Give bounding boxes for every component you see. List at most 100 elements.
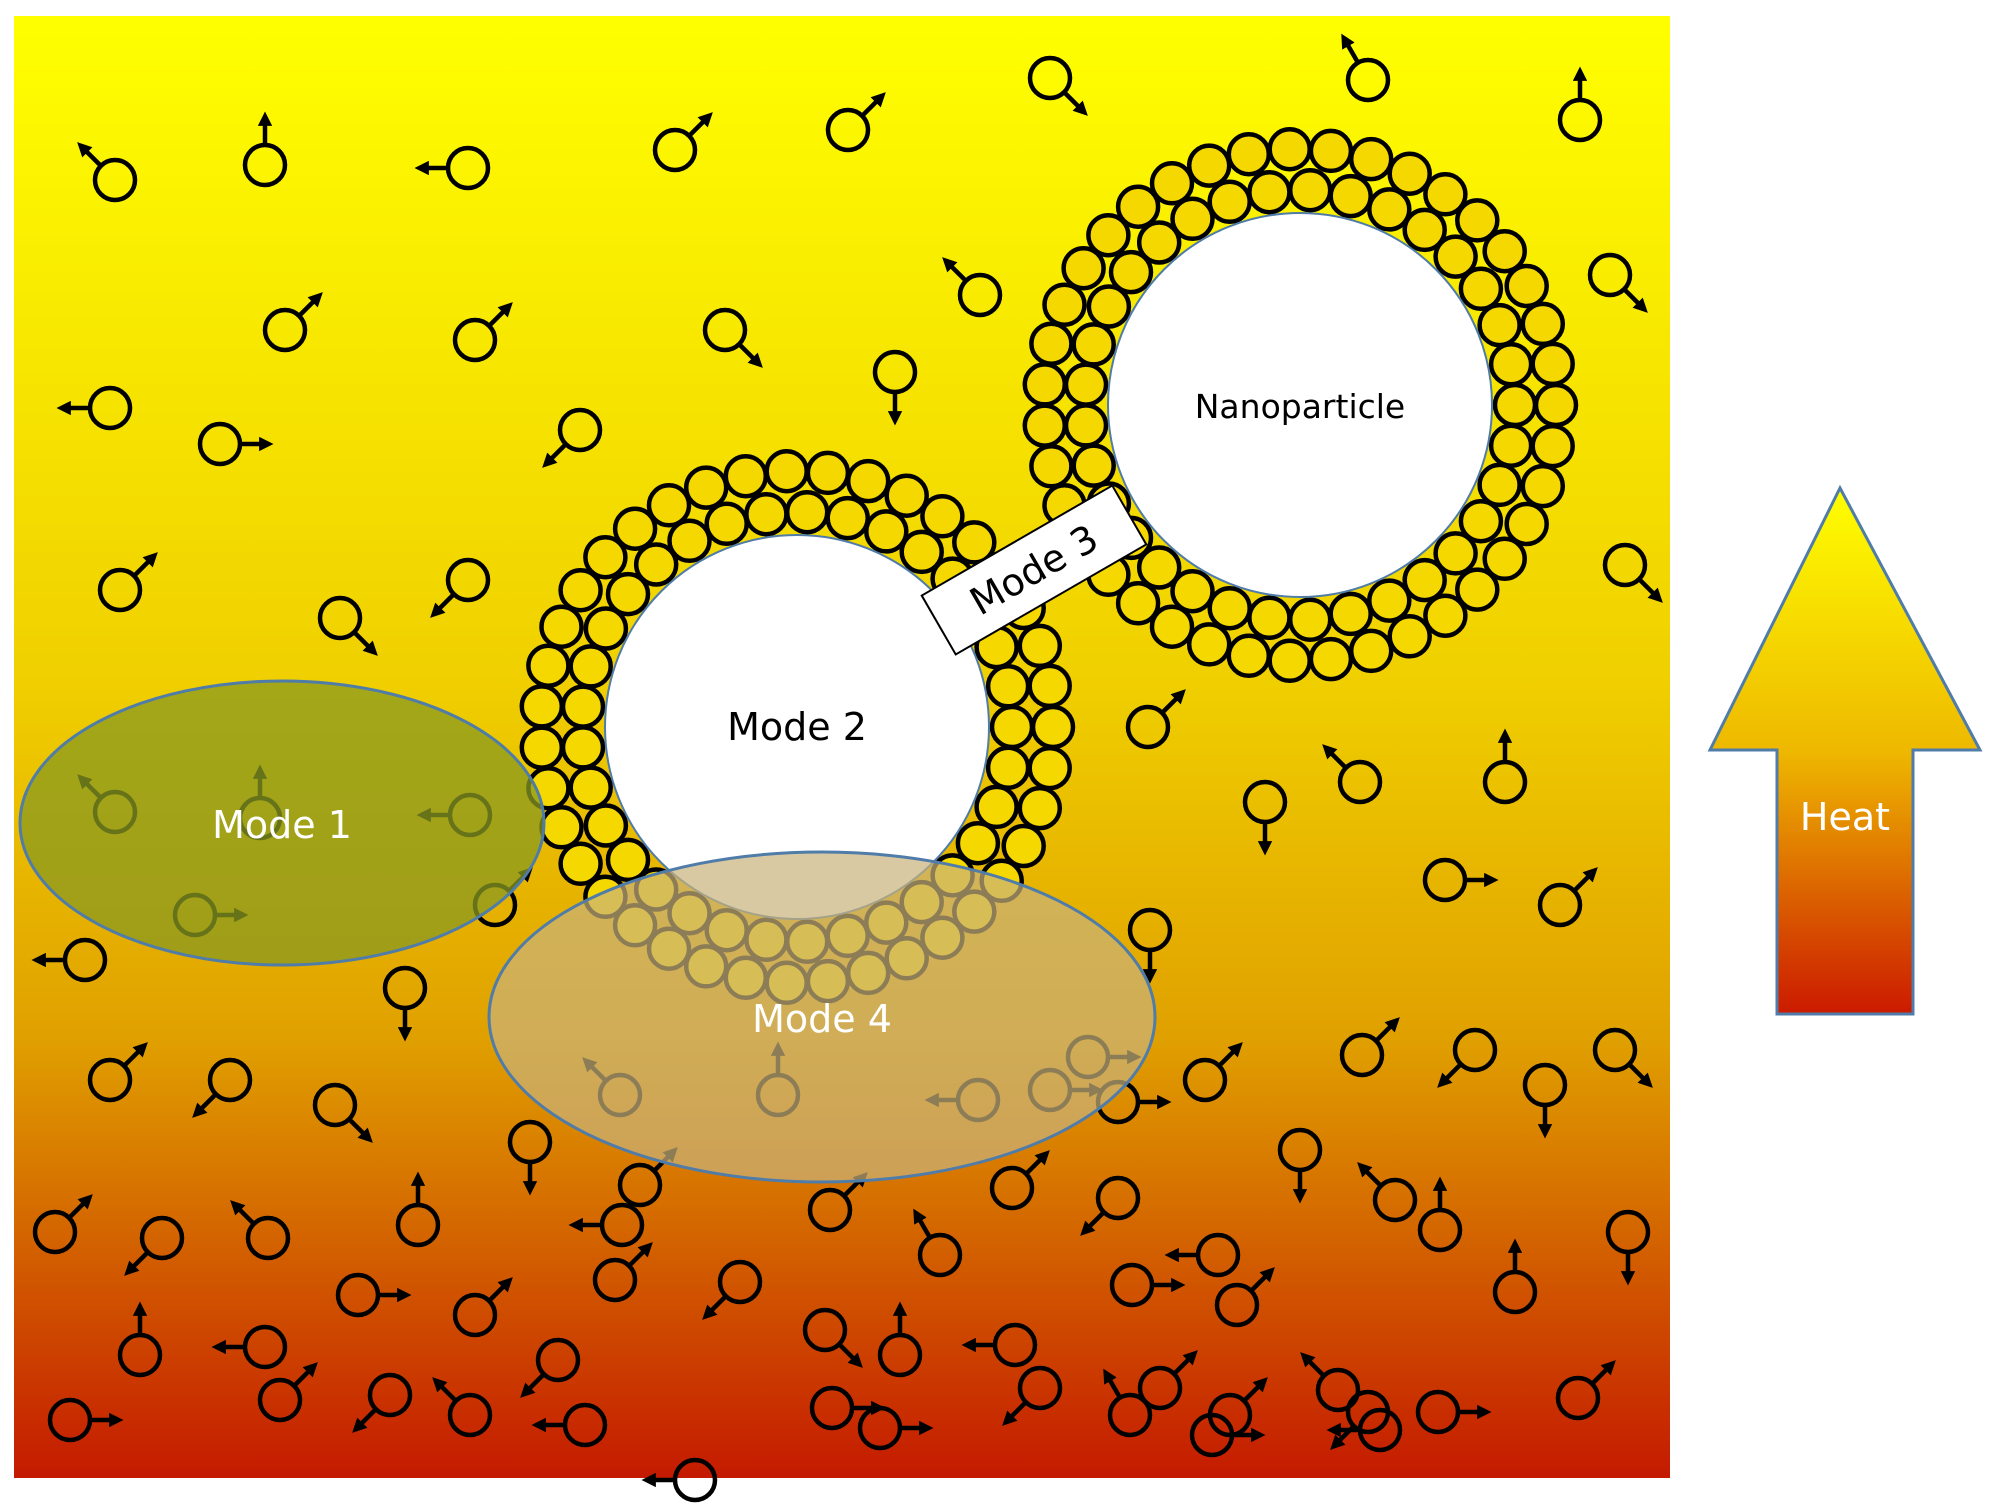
adsorbed-molecule (1136, 220, 1182, 265)
molecule-arrow-icon (1522, 1062, 1568, 1139)
mode2-label: Mode 2 (727, 705, 867, 749)
molecule-arrow-icon (1415, 1389, 1492, 1435)
molecule-arrow-icon (592, 1242, 653, 1303)
molecule-arrow-icon (702, 1259, 763, 1320)
adsorbed-molecule (568, 644, 613, 689)
molecule-arrow-icon (872, 349, 918, 426)
molecule-arrow-icon (452, 302, 513, 363)
molecule-arrow-icon (961, 1322, 1038, 1368)
molecule-arrow-icon (335, 1272, 412, 1318)
adsorbed-molecule (955, 820, 1001, 866)
adsorbed-molecule (1482, 228, 1527, 274)
molecule-arrow-icon (1277, 1127, 1323, 1204)
adsorbed-molecule (1027, 663, 1072, 709)
adsorbed-molecule (1207, 179, 1252, 225)
adsorbed-molecule (1287, 597, 1333, 643)
adsorbed-molecule (920, 494, 965, 539)
adsorbed-molecule (1149, 604, 1195, 649)
adsorbed-molecule (1433, 531, 1478, 576)
molecule-arrow-icon (262, 292, 323, 353)
adsorbed-molecule (1136, 545, 1182, 590)
adsorbed-molecule (1423, 593, 1468, 638)
adsorbed-molecule (985, 745, 1031, 790)
adsorbed-molecule (1520, 463, 1566, 509)
adsorbed-molecule (583, 534, 628, 580)
adsorbed-molecule (1063, 403, 1109, 448)
adsorbed-molecule (605, 571, 651, 617)
adsorbed-molecule (1492, 382, 1538, 428)
molecule-arrow-icon (1482, 728, 1528, 805)
adsorbed-molecule (1348, 136, 1394, 182)
adsorbed-molecule (1458, 498, 1504, 544)
adsorbed-molecule (1530, 423, 1575, 469)
adsorbed-molecule (1520, 301, 1566, 347)
molecule-arrow-icon (507, 1119, 553, 1196)
molecule-arrow-icon (989, 1150, 1050, 1211)
molecule-arrow-icon (877, 1301, 923, 1378)
adsorbed-molecule (1226, 633, 1272, 679)
adsorbed-molecule (1115, 581, 1161, 626)
molecule-arrow-icon (1322, 744, 1383, 805)
adsorbed-molecule (1071, 322, 1116, 367)
adsorbed-molecule (1308, 128, 1354, 174)
adsorbed-molecule (1115, 184, 1161, 229)
adsorbed-molecule (989, 704, 1035, 750)
molecule-arrow-icon (47, 1397, 124, 1443)
molecule-arrow-icon (395, 1171, 441, 1248)
adsorbed-molecule (1017, 623, 1063, 669)
adsorbed-molecule (519, 684, 565, 729)
adsorbed-molecule (1030, 704, 1076, 750)
adsorbed-molecule (1017, 785, 1063, 831)
adsorbed-molecule (1530, 341, 1575, 387)
adsorbed-molecule (884, 473, 929, 518)
molecule-arrow-icon (1537, 867, 1598, 928)
molecule-arrow-icon (1605, 1209, 1651, 1286)
adsorbed-molecule (1149, 161, 1195, 206)
adsorbed-molecule (1287, 167, 1333, 213)
molecule-arrow-icon (97, 552, 158, 613)
molecule-arrow-icon (1339, 1017, 1400, 1078)
molecule-arrow-icon (942, 257, 1003, 318)
molecule-arrow-icon (242, 111, 288, 188)
molecule-arrow-icon (802, 1307, 863, 1368)
molecule-arrow-icon (257, 1362, 318, 1423)
molecule-arrow-icon (452, 1277, 513, 1338)
molecule-arrow-icon (1214, 1267, 1275, 1328)
adsorbed-molecule (1001, 823, 1046, 869)
molecule-arrow-icon (1300, 1352, 1361, 1413)
adsorbed-molecule (723, 453, 769, 499)
adsorbed-molecule (1247, 169, 1292, 215)
molecule-arrow-icon (542, 407, 603, 468)
adsorbed-molecule (633, 542, 679, 587)
adsorbed-molecule (1022, 362, 1068, 407)
adsorbed-molecule (1402, 207, 1447, 253)
adsorbed-molecule (1477, 302, 1522, 348)
adsorbed-molecule (1328, 591, 1373, 637)
molecule-arrow-icon (807, 1172, 868, 1233)
adsorbed-molecule (1061, 245, 1106, 291)
adsorbed-molecule (899, 529, 944, 575)
molecule-arrow-icon (520, 1337, 581, 1398)
molecule-arrow-icon (1164, 1232, 1241, 1278)
molecule-arrow-icon (56, 385, 133, 431)
molecule-arrow-icon (1492, 1238, 1538, 1315)
adsorbed-molecule (1186, 622, 1232, 667)
adsorbed-molecule (1504, 263, 1549, 309)
adsorbed-molecule (558, 567, 603, 613)
adsorbed-molecule (1226, 131, 1272, 177)
molecule-arrow-icon (1182, 1042, 1243, 1103)
molecule-arrow-icon (32, 1194, 93, 1255)
adsorbed-molecule (1029, 444, 1074, 489)
adsorbed-molecule (1387, 614, 1432, 659)
molecule-arrow-icon (531, 1402, 608, 1448)
adsorbed-molecule (825, 495, 870, 541)
molecule-arrow-icon (211, 1324, 288, 1370)
adsorbed-molecule (1433, 234, 1478, 279)
adsorbed-molecule (605, 837, 651, 883)
molecule-arrow-icon (1437, 1027, 1498, 1088)
adsorbed-molecule (704, 501, 749, 547)
adsorbed-molecule (1022, 403, 1068, 448)
adsorbed-molecule (1108, 249, 1154, 295)
adsorbed-molecule (1488, 342, 1534, 387)
molecule-arrow-icon (230, 1200, 291, 1261)
